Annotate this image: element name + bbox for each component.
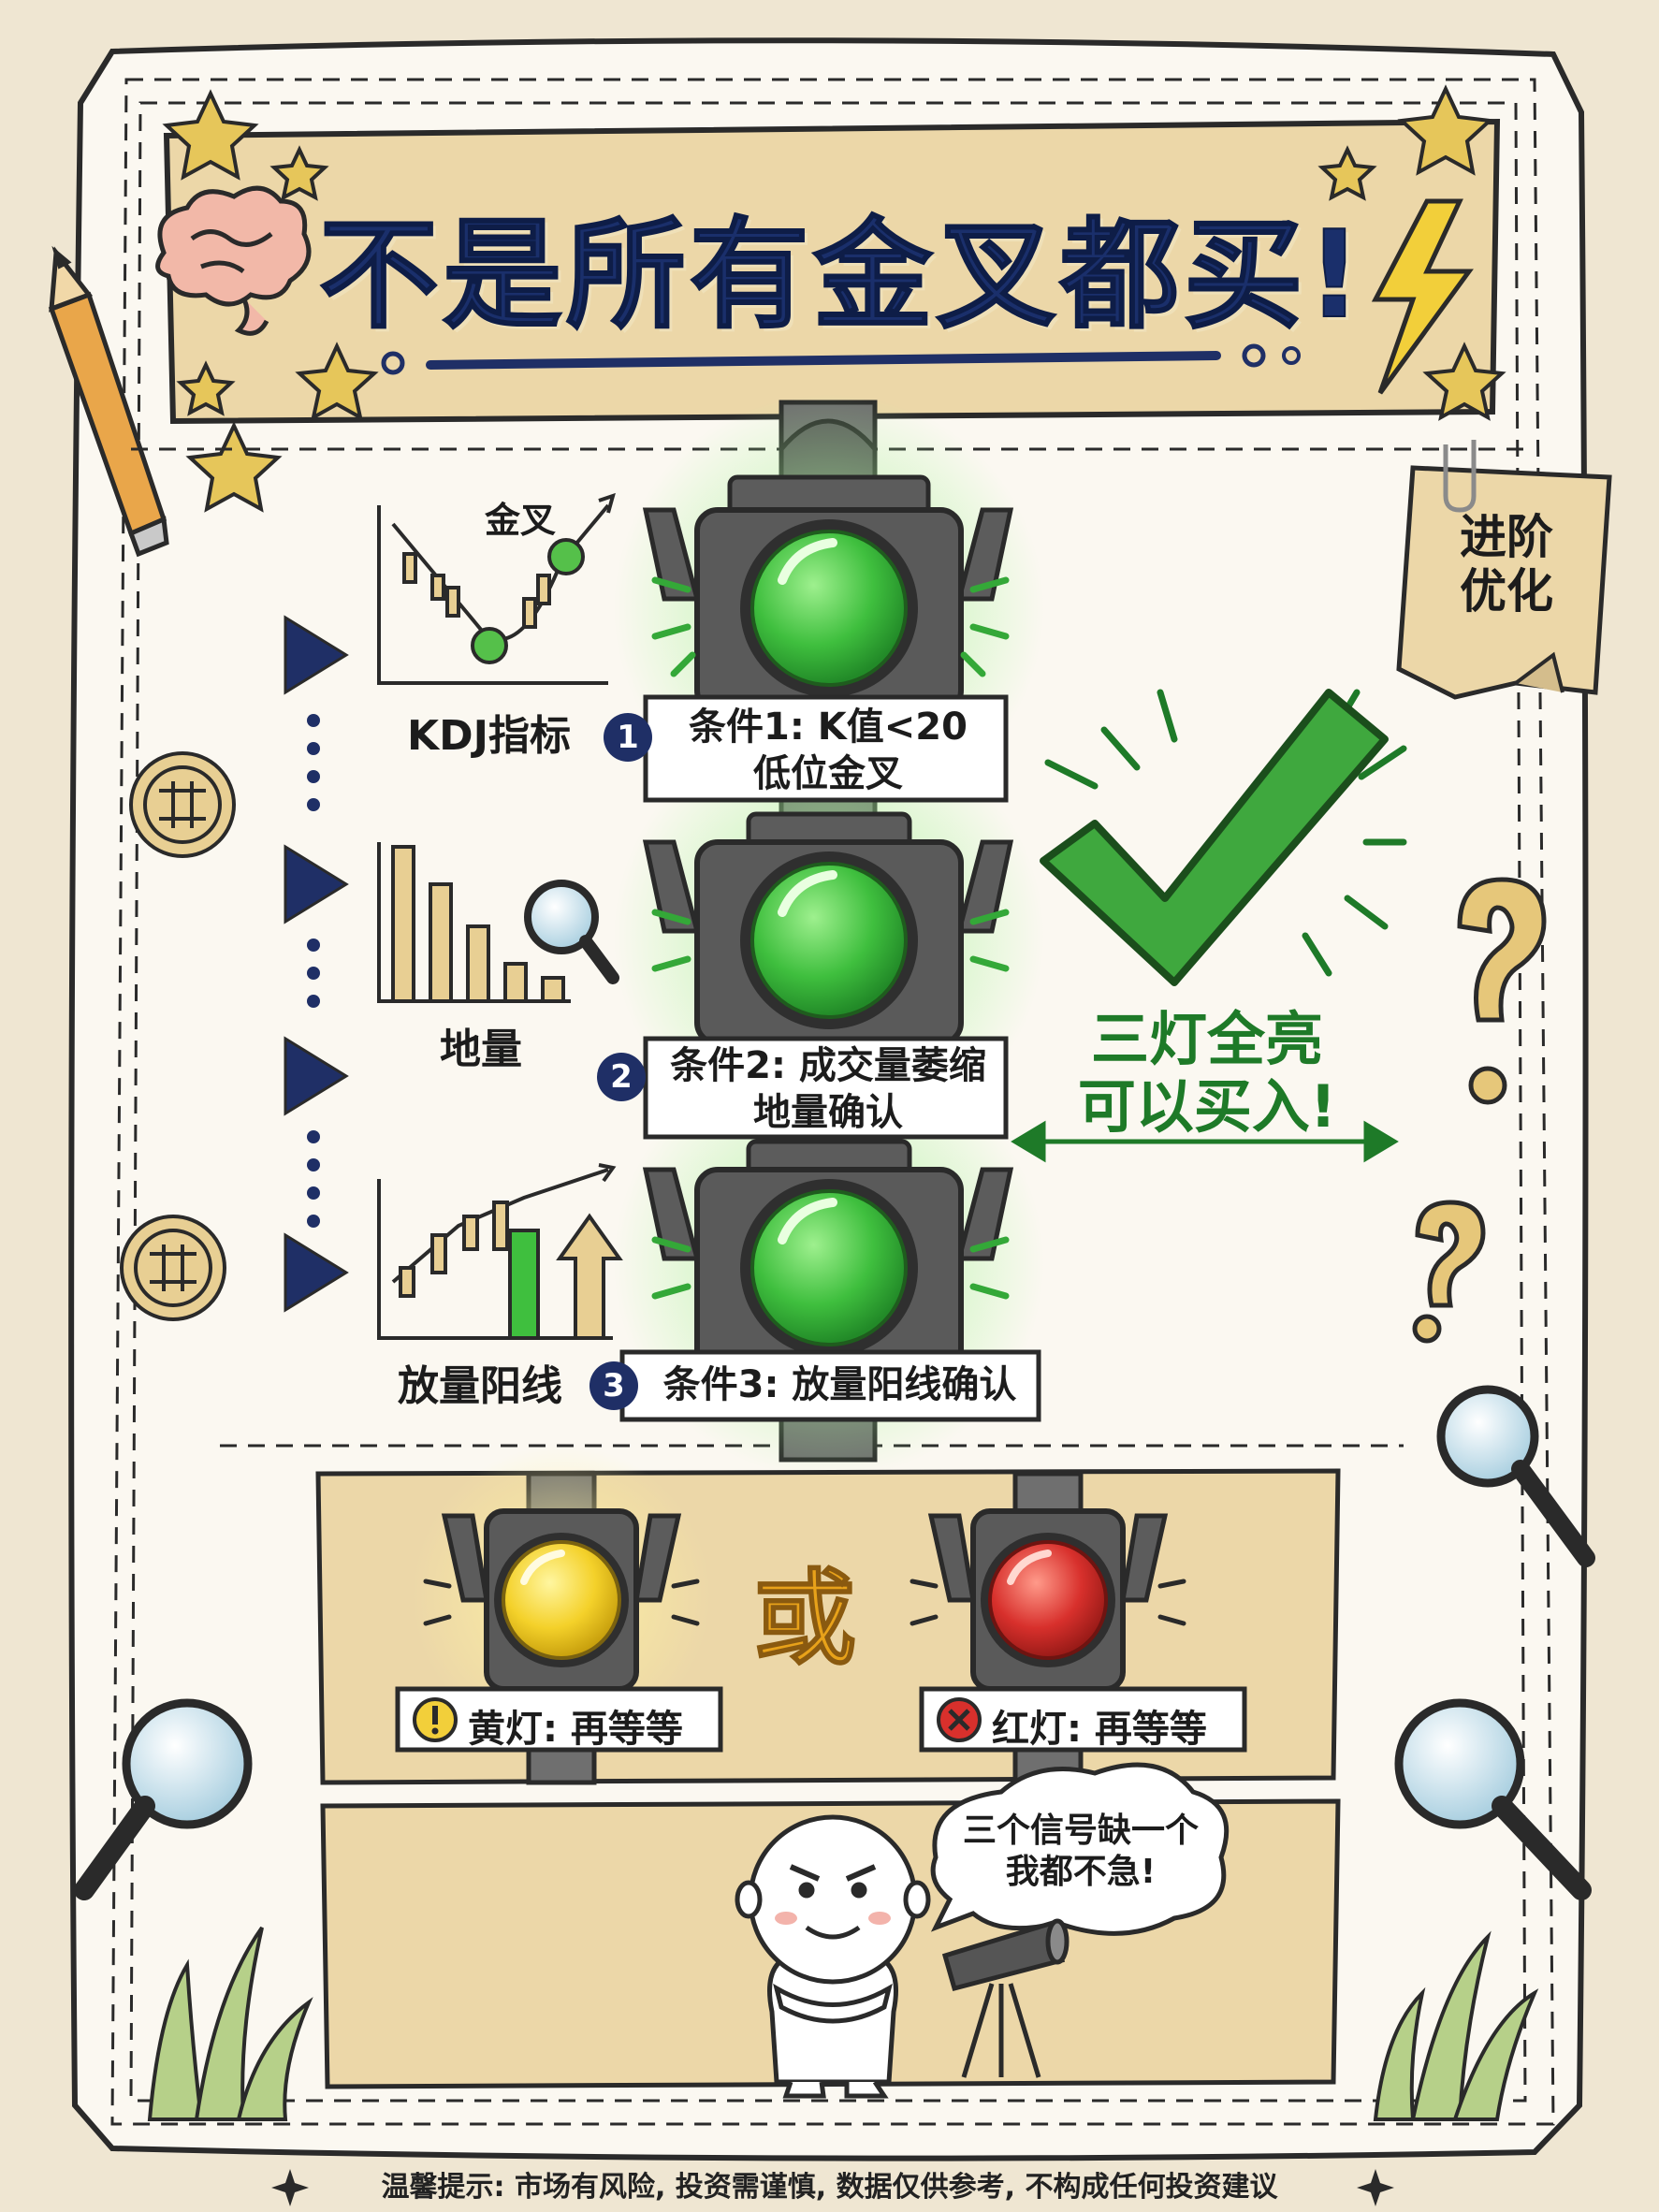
- warning-icon: [413, 1697, 458, 1742]
- condition-2-line1: 条件2: 成交量萎缩: [670, 1044, 986, 1087]
- flow-markers: [284, 615, 349, 1313]
- sticky-note-line1: 进阶: [1460, 510, 1553, 564]
- condition-1-text: 条件1: K值<20 低位金叉: [655, 704, 1001, 797]
- double-arrow: [1011, 1120, 1399, 1163]
- red-light-label: 红灯: 再等等: [992, 1708, 1207, 1751]
- or-label: 或: [752, 1558, 857, 1680]
- condition-1-line2: 低位金叉: [753, 752, 903, 795]
- star-icons: [162, 84, 1506, 513]
- kdj-golden-cross-tag: 金叉: [485, 500, 557, 541]
- speech-bubble-line2: 我都不急!: [1005, 1853, 1157, 1891]
- sticky-note: [1396, 440, 1612, 700]
- condition-3-line1: 条件3: 放量阳线确认: [662, 1363, 1017, 1406]
- question-mark-icon: [1412, 877, 1547, 1344]
- grass-decoration: [147, 1926, 1539, 2121]
- title-banner: [163, 118, 1501, 425]
- brain-icon: [155, 185, 312, 336]
- kdj-chart-label: KDJ指标: [407, 712, 571, 760]
- check-mark-icon: [1040, 689, 1407, 986]
- dotted-connector: [307, 714, 320, 1228]
- condition-3-text: 条件3: 放量阳线确认: [646, 1361, 1034, 1408]
- telescope-icon: [941, 1918, 1070, 2078]
- sticky-note-text: 进阶 优化: [1432, 510, 1581, 618]
- volume-chart-label: 地量: [440, 1026, 522, 1073]
- step-badge-3: 3: [589, 1361, 638, 1410]
- bullish-chart-label: 放量阳线: [398, 1362, 562, 1410]
- condition-boxes: [619, 694, 1041, 1422]
- seal-icon: [120, 751, 236, 1321]
- bullish-chart-icon: [377, 1163, 623, 1340]
- lightning-icon: [1371, 198, 1474, 395]
- result-line1: 三灯全亮: [1090, 1005, 1323, 1073]
- pencil-icon: [48, 245, 169, 558]
- character-illustration: [735, 1814, 931, 2099]
- sticky-note-line2: 优化: [1460, 564, 1553, 618]
- speech-bubble: [930, 1762, 1230, 1936]
- result-line2: 可以买入!: [1077, 1072, 1337, 1141]
- sparkle-icon: [271, 2169, 1394, 2206]
- red-traffic-light: [910, 1508, 1186, 1692]
- cross-icon: [937, 1697, 982, 1742]
- volume-chart-icon: [377, 842, 619, 1003]
- status-label-boxes: [395, 1686, 1247, 1753]
- condition-2-line2: 地量确认: [753, 1091, 903, 1134]
- footer-disclaimer: 温馨提示: 市场有风险, 投资需谨慎, 数据仅供参考, 不构成任何投资建议: [381, 2171, 1278, 2204]
- condition-2-text: 条件2: 成交量萎缩 地量确认: [655, 1042, 1001, 1136]
- yellow-traffic-light: [412, 1446, 711, 1745]
- kdj-chart-icon: [377, 492, 616, 685]
- yellow-light-label: 黄灯: 再等等: [468, 1708, 683, 1751]
- condition-1-line1: 条件1: K值<20: [689, 706, 968, 749]
- step-badge-2: 2: [597, 1053, 646, 1101]
- speech-bubble-text: 三个信号缺一个 我都不急!: [945, 1811, 1216, 1893]
- step-badge-1: 1: [604, 713, 652, 762]
- speech-bubble-line1: 三个信号缺一个: [962, 1812, 1199, 1850]
- result-text: 三灯全亮 可以买入!: [1029, 1006, 1385, 1141]
- page-title: 不是所有金叉都买!: [318, 205, 1366, 346]
